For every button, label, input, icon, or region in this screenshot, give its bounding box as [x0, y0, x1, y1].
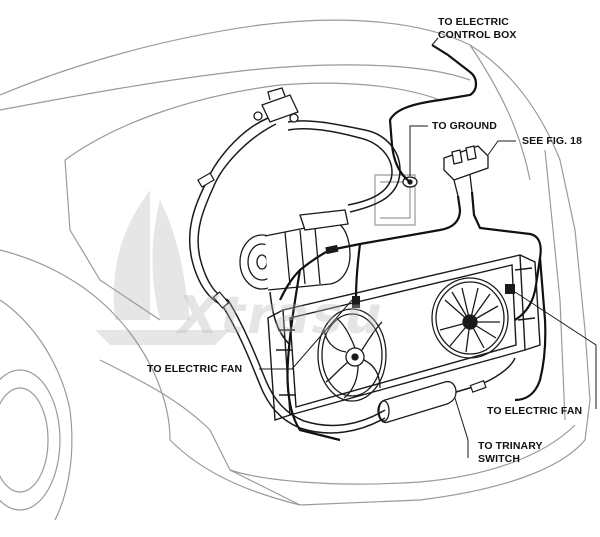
label-electric-fan-left: TO ELECTRIC FAN — [147, 363, 243, 375]
left-electric-fan — [317, 308, 387, 402]
relay-box — [443, 145, 489, 197]
expansion-valve — [253, 87, 299, 123]
label-electric-control-box-line1: TO ELECTRIC — [438, 16, 509, 28]
wiring-harness — [279, 44, 547, 442]
compressor — [239, 209, 351, 291]
label-to-ground: TO GROUND — [432, 120, 497, 132]
hose-fittings — [197, 172, 487, 393]
right-electric-fan — [431, 277, 509, 359]
label-trinary-switch-line1: TO TRINARY — [478, 440, 543, 452]
leader-lines — [259, 37, 597, 458]
receiver-dryer — [377, 380, 457, 424]
watermark-logo — [95, 190, 230, 345]
car-body-outline — [0, 19, 591, 521]
label-trinary-switch-line2: SWITCH — [478, 453, 521, 465]
refrigerant-hoses — [188, 117, 516, 434]
label-electric-fan-right: TO ELECTRIC FAN — [487, 405, 583, 417]
harness-connectors — [325, 244, 515, 308]
label-electric-control-box-line2: CONTROL BOX — [438, 29, 517, 41]
watermark-text: Xtrasu — [178, 286, 384, 346]
label-see-fig-18: SEE FIG. 18 — [522, 135, 583, 147]
